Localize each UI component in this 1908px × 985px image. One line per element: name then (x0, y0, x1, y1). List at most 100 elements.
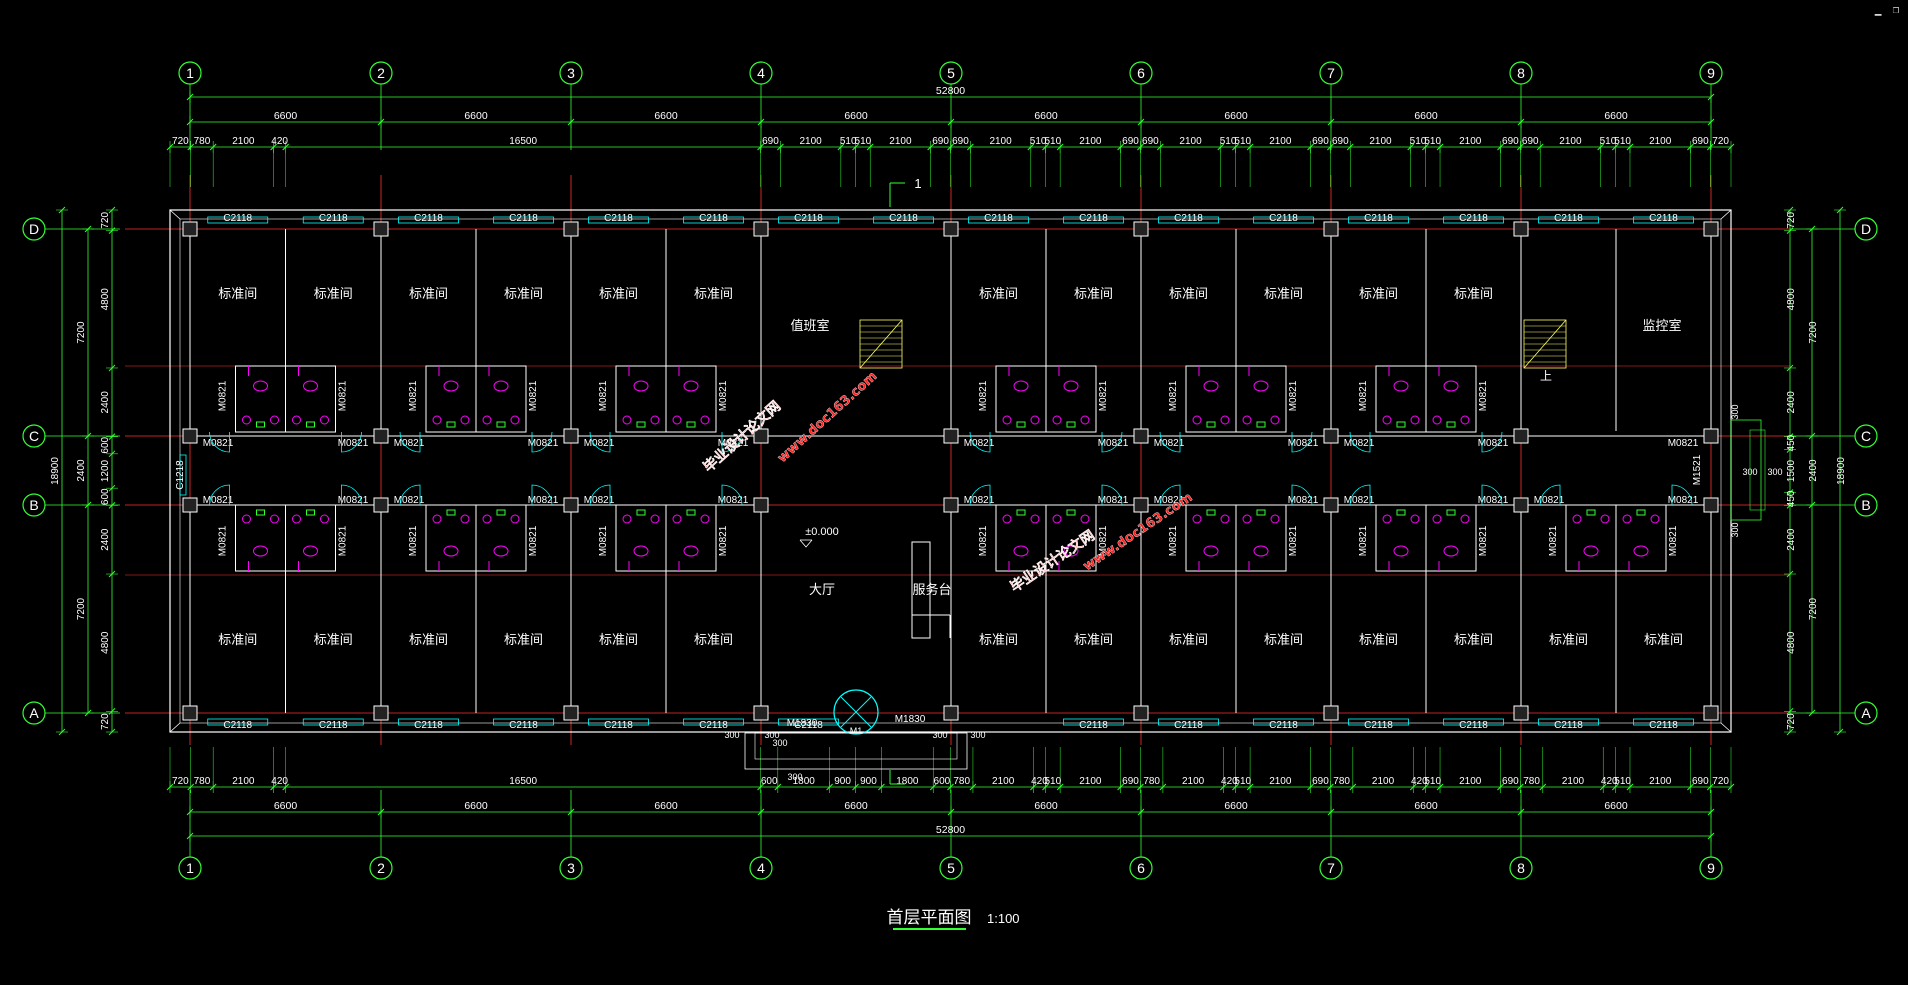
floor-drain (446, 509, 456, 516)
revolving-door-label: M1 (850, 726, 863, 736)
bathroom-9 (1159, 484, 1313, 572)
door-label: M0821 (338, 380, 349, 411)
door-label: M0821 (1168, 525, 1179, 556)
corridor-door-label: M0821 (718, 495, 749, 506)
window-top (968, 216, 1029, 224)
toilet-fixture (1253, 380, 1269, 392)
watermark: 毕业设计论文网 (700, 398, 784, 476)
basin-fixture (292, 415, 301, 425)
dim-text: 7200 (1808, 321, 1819, 344)
floor-drain (1396, 421, 1406, 428)
window-bottom (1443, 718, 1504, 726)
window-label-bottom: C2118 (1459, 720, 1488, 731)
room-label-standard: 标准间 (1359, 287, 1398, 302)
dim-text: 2100 (1179, 136, 1202, 147)
dim-text: 2100 (1562, 776, 1585, 787)
basin-fixture (1052, 514, 1062, 524)
axis-bubble-top-4: 4 (757, 65, 765, 81)
dim-text: 7200 (76, 321, 87, 344)
structural-column (182, 497, 198, 513)
corridor-door-label: M0821 (338, 438, 369, 449)
structural-column (182, 221, 198, 237)
dim-text: 2100 (1269, 776, 1292, 787)
drawing-scale: 1:100 (987, 911, 1020, 926)
door-label: M0821 (218, 380, 229, 411)
room-label-monitor: 监控室 (1642, 318, 1681, 334)
basin-fixture (510, 415, 520, 425)
dim-text: 6600 (1034, 800, 1058, 812)
minimize-button[interactable]: ▁ (1874, 3, 1882, 16)
basin-fixture (1270, 415, 1280, 425)
door-swing (721, 431, 743, 453)
floor-drain (686, 421, 696, 428)
toilet-fixture (253, 380, 268, 392)
floor-drain (636, 421, 646, 428)
watermark-layer: 毕业设计论文网www.doc163.com毕业设计论文网www.doc163.c… (700, 369, 1196, 596)
dim-text: 1800 (896, 776, 919, 787)
toilet-fixture (443, 380, 459, 392)
axis-bubble-right-B: B (1861, 497, 1870, 513)
dim-text: 2400 (100, 528, 111, 551)
corridor-door-label: M0821 (203, 438, 234, 449)
watermark: www.doc163.com (775, 369, 880, 466)
door-label: M0821 (1098, 380, 1109, 411)
dim-text: 420 (1601, 776, 1618, 787)
door-swing (209, 431, 230, 453)
window-top (778, 216, 839, 224)
dim-text: 690 (1522, 136, 1539, 147)
dim-text: 4800 (100, 631, 111, 654)
revolving-door (833, 689, 879, 735)
floor-drain (636, 509, 646, 516)
floor-drain (496, 421, 506, 428)
dim-text: 690 (1122, 136, 1139, 147)
door-swing (589, 431, 611, 453)
basin-fixture (482, 415, 492, 425)
basin-fixture (292, 514, 301, 524)
window-left (179, 454, 187, 496)
dim-text: 6600 (654, 800, 678, 812)
door-label: M0821 (1478, 380, 1489, 411)
window-top (398, 216, 459, 224)
dim-text: 510 (840, 136, 857, 147)
structural-column (1323, 428, 1339, 444)
corridor-door-label: M0821 (1668, 495, 1699, 506)
axis-bubble-bottom-7: 7 (1327, 860, 1335, 876)
dim-text: 420 (271, 136, 288, 147)
dim-text: 720 (1786, 713, 1797, 730)
dim-text: 300 (1767, 467, 1782, 477)
toilet-fixture (1393, 380, 1409, 392)
corner-line (169, 209, 181, 220)
dim-text: 300 (932, 730, 947, 740)
toilet-fixture (683, 545, 699, 557)
bathroom-6 (969, 365, 1123, 453)
dim-text: 450 (1786, 490, 1797, 507)
basin-fixture (1650, 514, 1660, 524)
drawing-title: 首层平面图 (887, 908, 972, 928)
restore-button[interactable]: ❐ (1892, 3, 1900, 16)
dim-text: 300 (787, 772, 802, 782)
window-bottom (302, 718, 364, 726)
window-bottom (588, 718, 649, 726)
dim-text: 6600 (1224, 110, 1248, 122)
dim-text: 6600 (1414, 110, 1438, 122)
floor-drain (446, 421, 456, 428)
room-label-standard: 标准间 (694, 287, 733, 302)
structural-column (1513, 428, 1529, 444)
dim-text: 690 (1692, 136, 1709, 147)
basin-fixture (1622, 514, 1632, 524)
structural-column (1513, 705, 1529, 721)
basin-fixture (650, 415, 660, 425)
axis-bubble-bottom-4: 4 (757, 860, 765, 876)
basin-fixture (1030, 514, 1040, 524)
door-swing (1291, 431, 1313, 453)
dim-text: 2100 (232, 136, 255, 147)
structural-column (1703, 705, 1719, 721)
dim-text: 7200 (1808, 597, 1819, 620)
bathroom-11 (1349, 484, 1503, 572)
axis-bubble-bottom-3: 3 (567, 860, 575, 876)
door-swing (969, 431, 991, 453)
window-bottom (398, 718, 459, 726)
door-swing (1671, 484, 1693, 506)
window-label-top: C2118 (984, 213, 1013, 224)
